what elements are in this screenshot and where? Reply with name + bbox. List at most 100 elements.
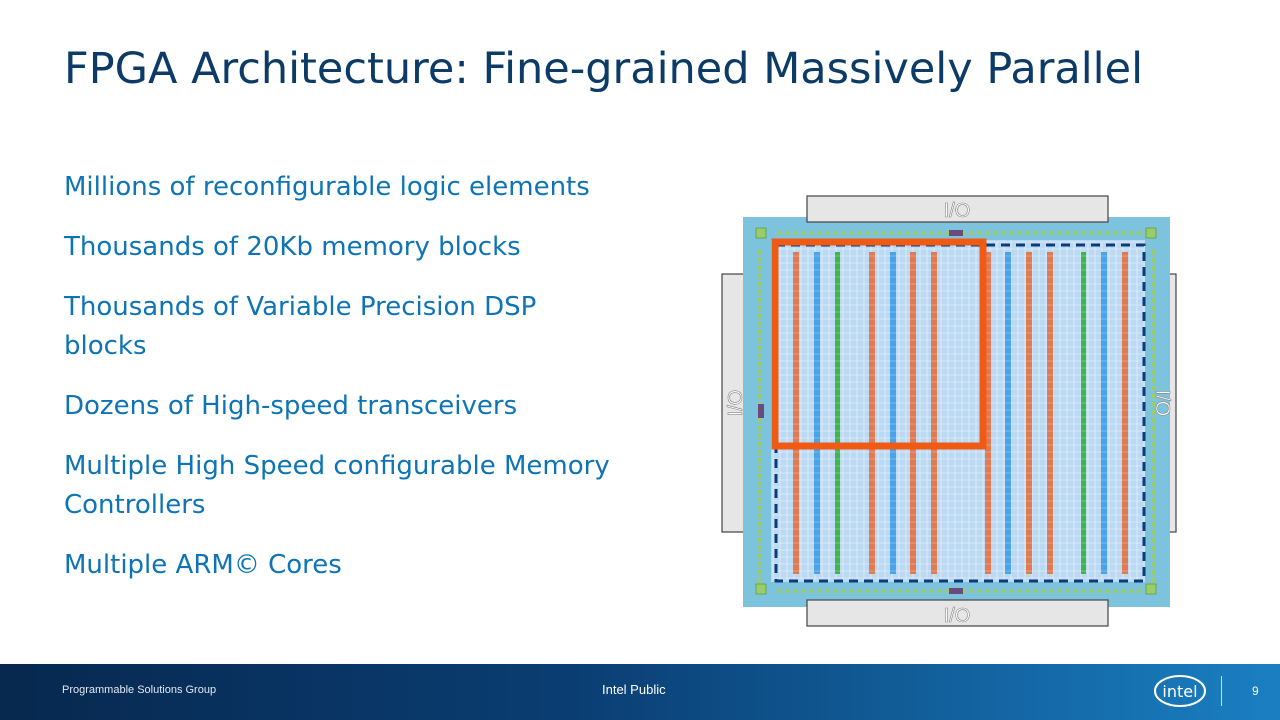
memory-column (1026, 252, 1032, 574)
io-cell (1151, 482, 1155, 487)
io-cell (1017, 589, 1022, 593)
io-cell (865, 231, 870, 235)
io-cell (817, 589, 822, 593)
io-cell (757, 386, 761, 391)
io-cell (1081, 231, 1086, 235)
io-cell (1065, 231, 1070, 235)
arm-column (1081, 252, 1086, 574)
arm-column (835, 252, 840, 574)
io-cell (1151, 306, 1155, 311)
io-cell (833, 589, 838, 593)
io-cell (1033, 589, 1038, 593)
io-cell (1151, 490, 1155, 495)
io-cell (757, 258, 761, 263)
io-cell (1151, 466, 1155, 471)
io-cell (1151, 250, 1155, 255)
io-cell (757, 474, 761, 479)
io-cell (1151, 562, 1155, 567)
footer-group-label: Programmable Solutions Group (62, 684, 217, 696)
io-cell (1041, 589, 1046, 593)
dsp-column (1005, 252, 1011, 574)
io-cell (1049, 231, 1054, 235)
io-cell (1137, 231, 1142, 235)
io-cell (921, 589, 926, 593)
io-cell (1097, 589, 1102, 593)
io-cell (1017, 231, 1022, 235)
io-cell (929, 231, 934, 235)
io-cell (1151, 362, 1155, 367)
io-cell (929, 589, 934, 593)
bullet-list: Millions of reconfigurable logic element… (64, 168, 624, 606)
corner-cell (1145, 227, 1157, 239)
io-cell (857, 231, 862, 235)
io-cell (913, 231, 918, 235)
io-cell (1151, 570, 1155, 575)
io-cell (849, 589, 854, 593)
io-cell (889, 231, 894, 235)
bullet-item: Dozens of High-speed transceivers (64, 391, 518, 421)
io-cell (757, 338, 761, 343)
io-cell (977, 589, 982, 593)
io-cell (873, 231, 878, 235)
io-cell (881, 231, 886, 235)
io-cell (1073, 589, 1078, 593)
corner-cell (755, 227, 767, 239)
dsp-column (814, 252, 820, 574)
io-label-top: I/O (944, 200, 971, 222)
io-cell (757, 450, 761, 455)
io-cell (969, 231, 974, 235)
io-cell (1073, 231, 1078, 235)
io-cell (757, 362, 761, 367)
intel-logo-icon: intel (1154, 675, 1206, 707)
footer-divider (1221, 676, 1222, 706)
io-bar-bottom (806, 599, 1109, 627)
io-cell (961, 231, 966, 235)
io-cell (757, 282, 761, 287)
io-cell (1025, 231, 1030, 235)
io-cell (841, 231, 846, 235)
io-cell (1151, 282, 1155, 287)
io-cell (1113, 231, 1118, 235)
io-cell (905, 231, 910, 235)
corner-cell (755, 583, 767, 595)
io-cell (1105, 589, 1110, 593)
io-cell (889, 589, 894, 593)
io-cell (849, 231, 854, 235)
io-cell (793, 589, 798, 593)
io-cell (1151, 314, 1155, 319)
bullet-item: Thousands of Variable Precision DSP bloc… (64, 292, 537, 361)
io-cell (825, 231, 830, 235)
dsp-column (890, 252, 896, 574)
io-cell (757, 442, 761, 447)
io-cell (1151, 346, 1155, 351)
io-cell (1151, 530, 1155, 535)
io-cell (1041, 231, 1046, 235)
memory-column (931, 252, 937, 574)
io-cell (757, 506, 761, 511)
io-label-right: I/O (1151, 390, 1173, 417)
io-cell (1001, 231, 1006, 235)
io-cell (1081, 589, 1086, 593)
classification-label: Intel Public (602, 682, 666, 697)
io-cell (1151, 514, 1155, 519)
highlight-region (771, 238, 987, 450)
io-cell (881, 589, 886, 593)
io-cell (1151, 546, 1155, 551)
io-cell (1057, 589, 1062, 593)
connector-top (949, 230, 963, 236)
io-cell (757, 314, 761, 319)
io-cell (757, 530, 761, 535)
io-cell (1151, 434, 1155, 439)
io-cells (755, 227, 1157, 595)
io-cell (913, 589, 918, 593)
io-cell (1049, 589, 1054, 593)
io-cell (1001, 589, 1006, 593)
io-cell (985, 589, 990, 593)
bullet-item: Multiple High Speed configurable Memory … (64, 451, 610, 520)
io-cell (841, 589, 846, 593)
io-cell (1151, 378, 1155, 383)
io-cell (757, 482, 761, 487)
io-cell (757, 426, 761, 431)
io-cell (757, 274, 761, 279)
io-cell (1065, 589, 1070, 593)
